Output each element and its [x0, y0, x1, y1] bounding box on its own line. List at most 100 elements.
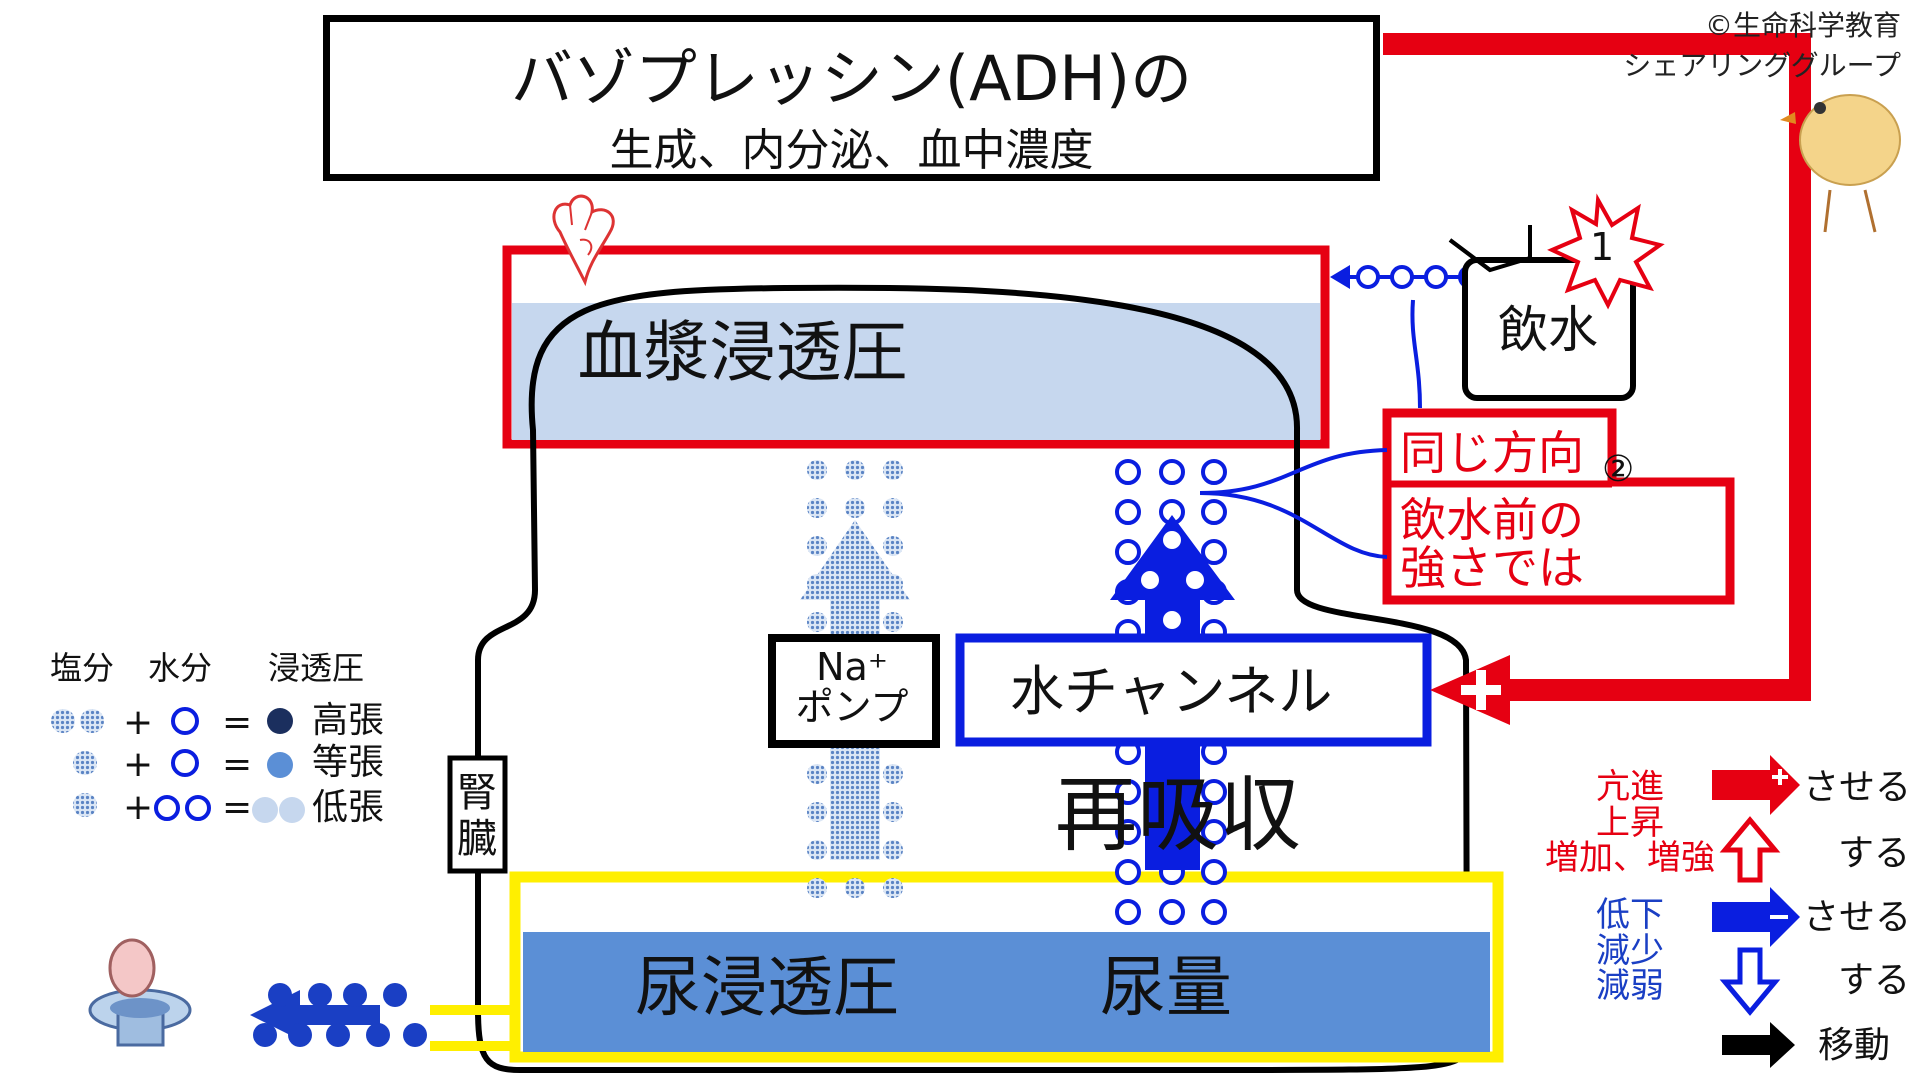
na-pump-line2: ポンプ [795, 685, 909, 729]
dot [1115, 899, 1141, 925]
marker-1: 1 [1590, 225, 1615, 269]
dot [253, 1023, 277, 1047]
legend-equals: = [222, 744, 253, 785]
marker-2: ② [1602, 449, 1635, 490]
na-pump-box [768, 634, 940, 748]
dot [883, 498, 903, 518]
urine-osmotic-label: 尿浸透圧 [635, 949, 899, 1026]
legend-row-3 [73, 793, 305, 823]
dot [845, 460, 865, 480]
legend-hypotonic: 低張 [312, 787, 385, 828]
key-blue-terms: 低下 減少 減弱 [1596, 895, 1664, 1007]
dot [1201, 859, 1227, 885]
title-subtitle: 生成、内分泌、血中濃度 [609, 125, 1094, 176]
dot [883, 536, 903, 556]
dot [1163, 531, 1181, 549]
same-direction-box [1382, 408, 1735, 605]
key-red-up-arrow [1719, 816, 1781, 883]
dot [1115, 819, 1141, 845]
key-move: 移動 [1818, 1025, 1891, 1066]
dot [1115, 859, 1141, 885]
reabsorption-label: 再吸収 [1055, 768, 1302, 863]
ureter [430, 1005, 515, 1051]
legend-plus: + [123, 787, 154, 828]
key-promote: させる [1803, 767, 1912, 808]
legend-plus: + [123, 702, 154, 743]
drink-box [1462, 257, 1636, 401]
adh-feedback-line [1383, 33, 1811, 701]
legend-equals: = [222, 787, 253, 828]
dot [1159, 899, 1185, 925]
dot [268, 983, 292, 1007]
dot [845, 878, 865, 898]
urine-fill [523, 932, 1490, 1052]
plasma-osmotic-label: 血漿浸透圧 [577, 314, 908, 391]
key-red-right-arrow [1712, 755, 1800, 815]
key-lower: させる [1803, 897, 1912, 938]
key-decrease: する [1838, 960, 1911, 1001]
dot [1201, 899, 1227, 925]
same-direction-label: 同じ方向 [1400, 426, 1584, 480]
key-increase: する [1838, 833, 1911, 874]
dot [1159, 459, 1185, 485]
title-box: バゾプレッシン(ADH)の 生成、内分泌、血中濃度 [323, 15, 1380, 181]
dot [1201, 539, 1227, 565]
dot [807, 878, 827, 898]
dot [807, 764, 827, 784]
drink-water-label: 飲水 [1498, 301, 1598, 359]
legend-hypertonic: 高張 [312, 700, 385, 741]
dot [883, 802, 903, 822]
legend-isotonic: 等張 [312, 742, 385, 783]
na-pump-line1: Na⁺ [816, 645, 888, 689]
dot [366, 1023, 390, 1047]
legend-header-salt: 塩分 [50, 649, 115, 687]
dot [807, 802, 827, 822]
legend-header-osmotic: 浸透圧 [268, 649, 365, 687]
legend-row-2 [73, 749, 293, 778]
copyright-line-1: ©生命科学教育 [1704, 9, 1901, 42]
dot [883, 612, 903, 632]
dot [1115, 459, 1141, 485]
dot [1201, 779, 1227, 805]
urine-volume-label: 尿量 [1100, 949, 1232, 1026]
dot [883, 878, 903, 898]
dot [1163, 611, 1181, 629]
dot [807, 840, 827, 860]
dot [1356, 265, 1380, 289]
legend-header-water: 水分 [148, 649, 213, 687]
key-blue-down-arrow [1719, 947, 1781, 1016]
dot [883, 840, 903, 860]
plasma-fill [512, 303, 1320, 440]
key-red-terms: 亢進 上昇 増加、増強 [1545, 767, 1715, 879]
dot [1201, 459, 1227, 485]
dot [383, 983, 407, 1007]
drink-arrowhead [1330, 265, 1350, 289]
water-channel-label: 水チャンネル [1010, 660, 1333, 723]
dot [883, 764, 903, 784]
key-black-arrow [1722, 1022, 1795, 1068]
dot [1390, 265, 1414, 289]
dot [807, 498, 827, 518]
title-main: バゾプレッシン(ADH)の [510, 42, 1193, 115]
key-blue-right-arrow [1712, 887, 1800, 947]
dot [1424, 265, 1448, 289]
chick-icon [1780, 94, 1901, 233]
legend-row-1 [51, 707, 293, 735]
before-drinking-label: 飲水前の 強さでは [1400, 493, 1584, 596]
dot [343, 983, 367, 1007]
cup-icon [1448, 225, 1532, 273]
dot [845, 498, 865, 518]
dot [288, 1023, 312, 1047]
kidney-label-box [447, 755, 508, 874]
dot [1115, 539, 1141, 565]
dot [807, 460, 827, 480]
kidney-label: 腎 臓 [457, 770, 497, 862]
dot [1115, 499, 1141, 525]
dot [308, 983, 332, 1007]
copyright-line-2: シェアリンググループ [1623, 49, 1901, 82]
dot [326, 1023, 350, 1047]
toilet-icon [88, 938, 192, 1047]
explosion-icon [1547, 193, 1665, 310]
dot [807, 612, 827, 632]
